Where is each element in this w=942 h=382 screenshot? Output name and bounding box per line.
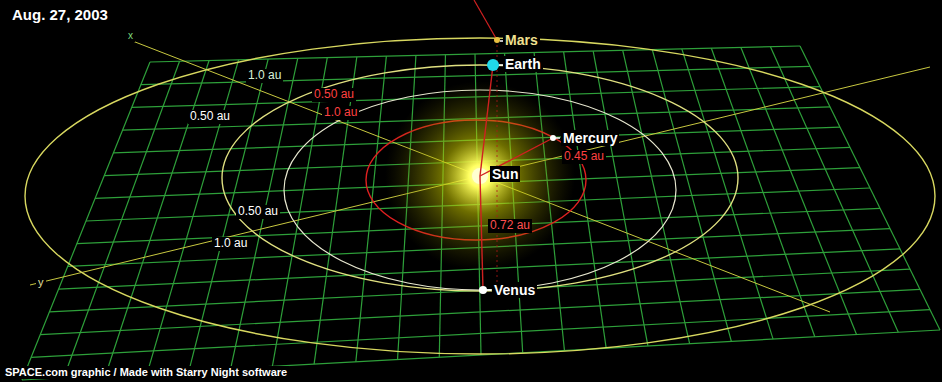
planet-name: Mercury (561, 130, 619, 146)
grid-distance: 0.50 au (188, 110, 232, 124)
grid-distance: 1.0 au (212, 237, 249, 251)
plane-drop-line (497, 40, 498, 290)
grid-distance: 0.50 au (236, 205, 280, 219)
venus-radius-line (480, 176, 483, 290)
x-axis (130, 40, 830, 312)
ecliptic-grid (22, 46, 940, 380)
planet-name: Earth (503, 56, 543, 72)
planet-distance: 1.0 au (322, 106, 359, 120)
grid-line (31, 310, 930, 358)
earth-dot (487, 59, 499, 71)
axis-name: x (126, 30, 135, 42)
y-axis (30, 67, 930, 285)
venus-tick (487, 289, 491, 291)
date-title: Aug. 27, 2003 (10, 6, 110, 23)
earth-orbit (222, 65, 738, 291)
planet-distance: 0.72 au (488, 219, 532, 233)
venus-dot (479, 286, 487, 294)
mercury-dot (550, 135, 556, 141)
earth-radius-line (480, 65, 493, 176)
mercury-tick (556, 137, 560, 139)
planet-name: Venus (492, 282, 537, 298)
credit-watermark: SPACE.com graphic / Made with Starry Nig… (3, 366, 289, 379)
grid-line (49, 269, 910, 312)
sun-glow (385, 81, 575, 271)
grid-distance: 1.0 au (246, 69, 283, 83)
axis-name: y (36, 276, 46, 289)
planet-distance: 0.45 au (562, 150, 606, 164)
mars-orbit (25, 38, 935, 354)
mars-dot (494, 37, 500, 43)
mars-radius-line (474, 0, 497, 40)
planet-name: Sun (490, 166, 520, 182)
planet-name: Mars (503, 32, 540, 48)
planet-distance: 0.50 au (312, 88, 356, 102)
